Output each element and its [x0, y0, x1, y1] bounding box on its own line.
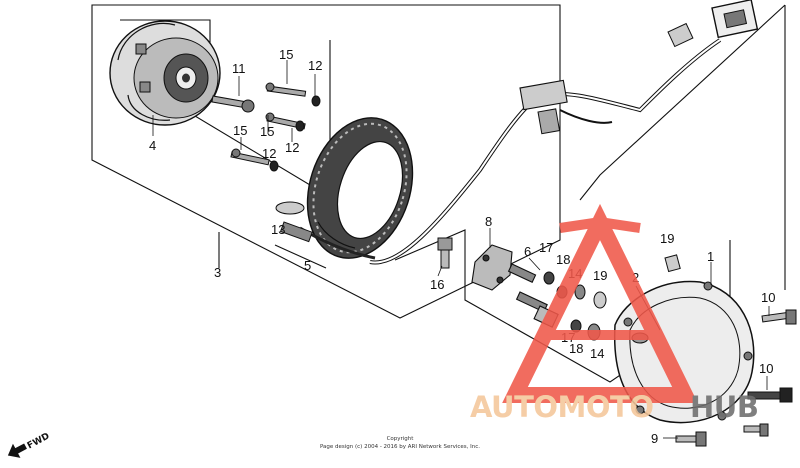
fwd-indicator: FWD [7, 431, 51, 458]
callout-19-right: 19 [660, 231, 674, 246]
callout-3: 3 [214, 265, 221, 280]
bolt-16 [437, 237, 453, 269]
callout-18-bottom: 18 [569, 341, 583, 356]
callout-16: 16 [430, 277, 444, 292]
callout-15-mid: 15 [260, 124, 274, 139]
fwd-label: FWD [26, 431, 51, 451]
copyright-line2: Page design (c) 2004 - 2016 by ARI Netwo… [320, 444, 480, 450]
watermark-logo: AUTOMOTO HUB [470, 203, 759, 424]
callout-1: 1 [707, 249, 714, 264]
callout-19-left: 19 [593, 268, 607, 283]
pulser-assembly [471, 244, 559, 328]
callout-4: 4 [149, 138, 156, 153]
callout-18-top: 18 [556, 252, 570, 267]
callout-5: 5 [304, 258, 311, 273]
copyright-notice: Copyright Page design (c) 2004 - 2016 by… [320, 436, 480, 450]
callout-17-top: 17 [539, 240, 553, 255]
callout-10-top: 10 [761, 290, 775, 305]
copyright-line1: Copyright [387, 436, 415, 442]
callout-11: 11 [232, 61, 246, 76]
callout-15-top: 15 [279, 47, 293, 62]
bolts-and-washers [211, 82, 321, 172]
rotor-assembly [109, 20, 221, 126]
callout-9: 9 [651, 431, 658, 446]
callout-8: 8 [485, 214, 492, 229]
callout-labels: 11 15 12 15 12 15 12 4 3 13 5 8 6 17 18 … [149, 47, 775, 446]
callout-12-mid: 12 [285, 140, 299, 155]
callout-15-left: 15 [233, 123, 247, 138]
watermark-brand-primary: AUTOMOTO [470, 390, 653, 424]
callout-6: 6 [524, 244, 531, 259]
callout-14-bottom: 14 [590, 346, 604, 361]
callout-12-low: 12 [262, 146, 276, 161]
callout-12-top: 12 [308, 58, 322, 73]
callout-13: 13 [271, 222, 285, 237]
watermark-brand-secondary: HUB [690, 390, 758, 424]
callout-10-bottom: 10 [759, 361, 773, 376]
cover-bolts [675, 309, 797, 447]
wiring-harness [369, 0, 759, 265]
stator-assembly [275, 117, 414, 260]
